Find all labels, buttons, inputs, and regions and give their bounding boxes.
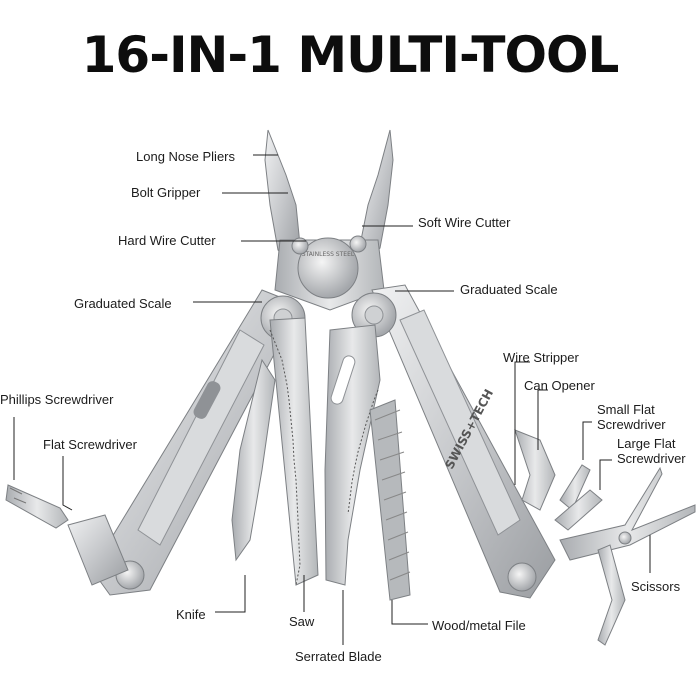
label-large-flat-line1: Large Flat bbox=[617, 436, 676, 451]
file bbox=[369, 399, 411, 601]
label-small-flat-line1: Small Flat bbox=[597, 402, 655, 417]
phillips-bit bbox=[5, 484, 69, 529]
label-knife: Knife bbox=[176, 607, 206, 622]
page-title: 16-IN-1 MULTI-TOOL bbox=[81, 26, 620, 84]
label-soft-wire-cutter: Soft Wire Cutter bbox=[418, 215, 511, 230]
svg-text:STAINLESS STEEL: STAINLESS STEEL bbox=[302, 251, 355, 258]
small-flat-screwdriver-tool bbox=[559, 464, 591, 511]
can-opener-tool bbox=[514, 429, 556, 511]
label-phillips-screwdriver: Phillips Screwdriver bbox=[0, 392, 114, 407]
label-wire-stripper: Wire Stripper bbox=[503, 350, 579, 365]
large-flat-screwdriver-tool bbox=[554, 489, 603, 531]
label-flat-screwdriver: Flat Screwdriver bbox=[43, 437, 137, 452]
plier-pivot bbox=[297, 237, 359, 299]
label-saw: Saw bbox=[289, 614, 315, 629]
label-graduated-scale-right: Graduated Scale bbox=[460, 282, 558, 297]
label-graduated-scale-left: Graduated Scale bbox=[74, 296, 172, 311]
label-long-nose-pliers: Long Nose Pliers bbox=[136, 149, 235, 164]
callout-lines bbox=[13, 154, 651, 645]
bit-holder bbox=[67, 514, 129, 586]
label-large-flat-screwdriver: Large Flat Screwdriver bbox=[617, 436, 686, 466]
label-small-flat-screwdriver: Small Flat Screwdriver bbox=[597, 402, 666, 432]
label-scissors: Scissors bbox=[631, 579, 681, 594]
label-large-flat-line2: Screwdriver bbox=[617, 451, 686, 466]
label-can-opener: Can Opener bbox=[524, 378, 595, 393]
label-hard-wire-cutter: Hard Wire Cutter bbox=[118, 233, 216, 248]
label-serrated-blade: Serrated Blade bbox=[295, 649, 382, 664]
label-small-flat-line2: Screwdriver bbox=[597, 417, 666, 432]
label-bolt-gripper: Bolt Gripper bbox=[131, 185, 201, 200]
label-wood-metal-file: Wood/metal File bbox=[432, 618, 526, 633]
knife-blade bbox=[231, 358, 276, 562]
